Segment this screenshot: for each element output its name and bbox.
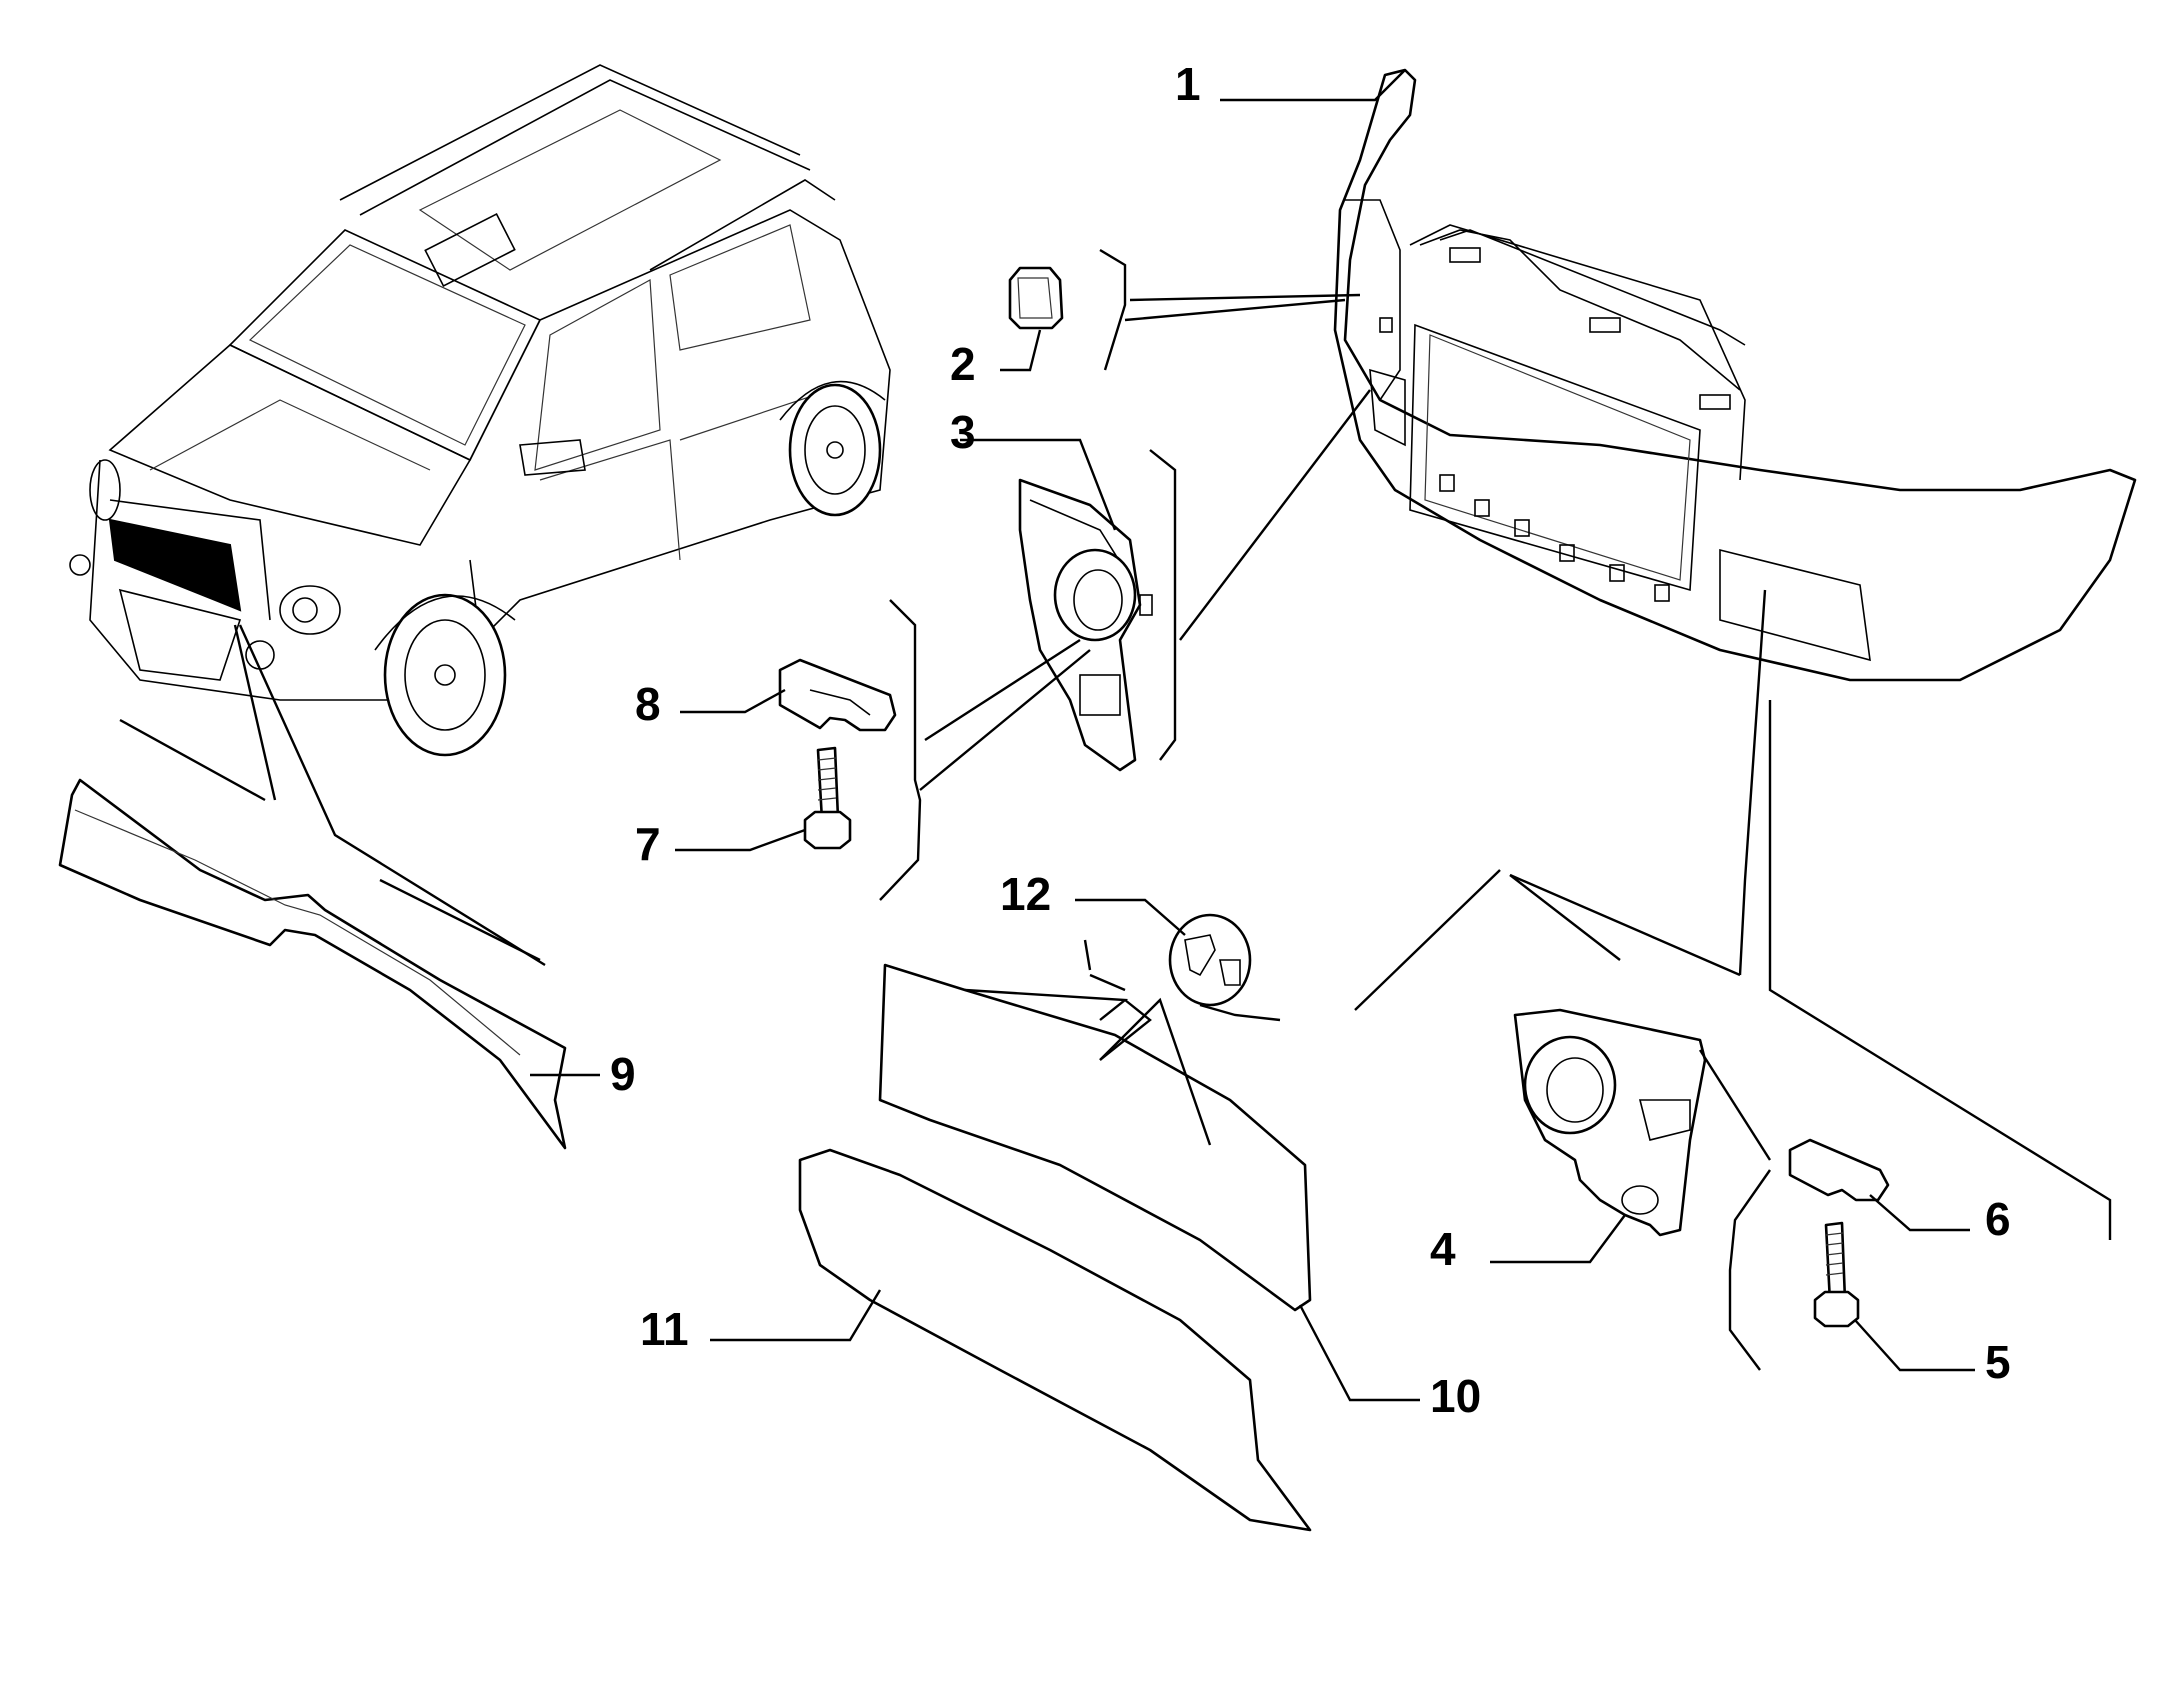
bolt-icon: [803, 746, 852, 850]
car-icon: [69, 64, 891, 757]
emblem: [1168, 913, 1252, 1007]
clip-icon: [778, 658, 897, 732]
upper-grille-highlight: [108, 518, 242, 612]
skid-plate-icon: [798, 1148, 1312, 1532]
upper-trim-strip: [58, 778, 567, 1150]
callout-3: 3: [950, 406, 976, 458]
grille-mesh-icon: [878, 963, 1312, 1312]
right-fog-bracket: [1513, 1008, 1707, 1237]
clip-icon: [1788, 1138, 1890, 1202]
callout-6: 6: [1985, 1193, 2011, 1245]
bumper-icon: [1333, 68, 2137, 682]
callout-10: 10: [1430, 1370, 1481, 1422]
callout-8: 8: [635, 678, 661, 730]
callout-2: 2: [950, 338, 976, 390]
callout-9: 9: [610, 1048, 636, 1100]
tow-hook-cover: [1008, 266, 1064, 330]
callout-12: 12: [1000, 868, 1051, 920]
callout-1: 1: [1175, 58, 1201, 110]
callout-5: 5: [1985, 1336, 2011, 1388]
callout-11: 11: [640, 1303, 689, 1355]
bolt-icon: [1813, 1221, 1860, 1328]
callout-7: 7: [635, 818, 661, 870]
callout-4: 4: [1430, 1223, 1456, 1275]
left-fog-bracket: [1018, 478, 1153, 772]
